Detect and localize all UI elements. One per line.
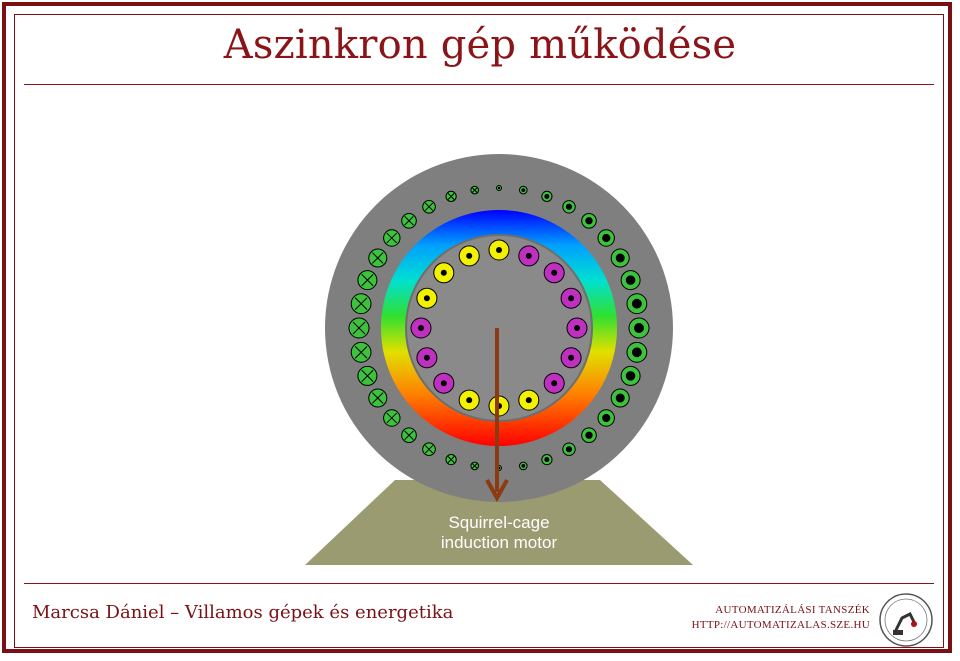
stator-conductor-mark [521,188,526,193]
rotor-bar-mark [551,380,558,387]
stator-conductor-mark [565,446,573,453]
stator-conductor-mark [447,193,455,200]
rotor-bar-mark [525,252,532,259]
stator-conductor-mark [497,186,501,190]
title-divider [24,84,934,85]
stator-conductor-mark [424,202,434,211]
stator-conductor-mark [631,347,642,358]
stator-conductor-mark [372,252,384,264]
stator-conductor-mark [472,463,478,469]
department-logo-icon [879,593,933,647]
stator-conductor-mark [352,321,366,335]
stator-conductor-mark [386,412,398,424]
stator-conductor-mark [404,430,414,440]
stator-conductor-mark [447,456,455,463]
stator-conductor-mark [625,371,636,381]
rotor-bar-mark [466,397,473,404]
rotor-bar-mark [568,295,575,302]
stator-conductor-mark [602,233,611,243]
stator-conductor-mark [544,193,550,199]
stator-conductor-mark [372,392,384,404]
rotor-bar-mark [574,325,580,331]
caption-line-1: Squirrel-cage [448,513,549,532]
stator-conductor-mark [615,393,625,403]
stator-conductor-mark [424,445,434,454]
rotor-bar-mark [466,252,473,259]
stator-conductor-mark [404,216,414,226]
rotor-bar-mark [568,354,575,361]
footer-author-course: Marcsa Dániel – Villamos gépek és energe… [32,602,454,623]
induction-motor-diagram: Squirrel-cage induction motor [305,154,693,565]
rotor-bar-mark [440,380,447,387]
footer-department: AUTOMATIZÁLÁSI TANSZÉK HTTP://AUTOMATIZA… [692,603,870,633]
stator-conductor-mark [361,369,374,382]
stator-conductor-mark [631,298,642,309]
rotor-bar-mark [440,269,447,276]
motor-base [305,480,693,565]
stator-conductors [348,185,650,471]
stator-conductor-mark [472,187,478,193]
footer-divider [24,583,934,584]
rotor-bar-mark [423,354,430,361]
flux-arrow-head [485,479,509,503]
stator-conductor-mark [354,297,368,310]
slide-title: Aszinkron gép működése [223,22,737,68]
caption-line-2: induction motor [441,533,558,552]
department-name: AUTOMATIZÁLÁSI TANSZÉK [715,604,870,616]
slide-frame-outer [2,2,952,653]
slide-frame-inner [14,14,944,648]
department-url[interactable]: HTTP://AUTOMATIZALAS.SZE.HU [691,619,870,631]
rotor-bar-mark [418,325,424,331]
rotor-bar-mark [496,247,502,253]
stator-conductor-mark [585,431,593,439]
stator-conductor-mark [634,323,644,333]
rotor-bar-mark [423,295,430,302]
stator-conductor-mark [386,232,398,244]
stator-conductor-mark [354,346,368,359]
stator-conductor-mark [565,203,573,210]
rotor-bar-mark [551,269,558,276]
stator-conductor-mark [602,413,611,423]
stator-conductor-mark [521,463,526,468]
rotor-bar-mark [525,397,532,404]
stator-conductor-mark [585,217,593,225]
stator-conductor-mark [361,274,374,287]
stator-conductor-mark [544,457,550,463]
stator-conductor-mark [625,275,636,285]
stator-conductor-mark [615,253,625,263]
